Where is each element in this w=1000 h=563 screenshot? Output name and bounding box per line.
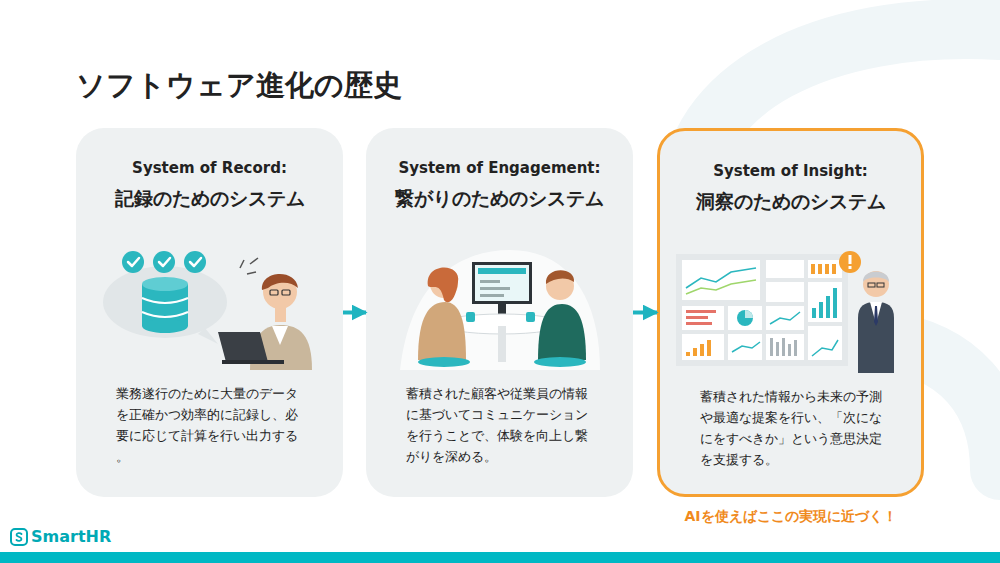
brand-logo-text: SmartHR <box>31 527 111 546</box>
insight-illustration <box>676 248 906 373</box>
diagram-title: ソフトウェア進化の歴史 <box>76 66 402 106</box>
system-heading: 繋がりのためのシステム <box>366 186 633 212</box>
engagement-illustration <box>400 240 600 370</box>
system-name: System of Record: <box>76 159 343 177</box>
system-description: 蓄積された顧客や従業員の情報に基づいてコミュニケーションを行うことで、体験を向上… <box>406 383 594 467</box>
logo-icon <box>10 528 28 546</box>
system-description: 蓄積された情報から未来の予測や最適な提案を行い、「次になにをすべきか」という意思… <box>700 386 888 470</box>
system-heading: 洞察のためのシステム <box>660 189 921 215</box>
record-illustration <box>100 240 330 370</box>
system-name: System of Engagement: <box>366 159 633 177</box>
ai-note: AIを使えばここの実現に近づく！ <box>657 508 924 526</box>
system-name: System of Insight: <box>660 162 921 180</box>
flow-arrow <box>633 311 657 315</box>
system-description: 業務遂行のために大量のデータを正確かつ効率的に記録し、必要に応じて計算を行い出力… <box>116 383 304 467</box>
system-heading: 記録のためのシステム <box>76 186 343 212</box>
flow-arrow <box>343 311 366 315</box>
